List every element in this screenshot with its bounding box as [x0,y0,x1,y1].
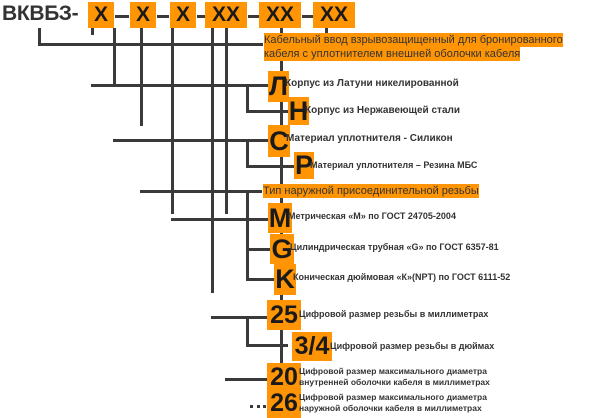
leader-h-pipeg [246,248,274,251]
row-size-mm-label: Цифровой размер резьбы в миллиметрах [299,309,489,319]
leader-v-brassbranch [246,84,249,112]
code-chip-rubber[interactable]: Р [294,150,314,180]
leader-v-sizebranch [246,316,249,346]
leader-v-threadbranch [246,190,249,280]
code-chip-size-mm[interactable]: 25 [267,300,301,330]
code-box-2[interactable]: X [130,2,156,28]
row-inner-dia-line2: внутренней оболочки кабеля в миллиметрах [299,377,490,387]
row-rubber-label: Материал уплотнителя – Резина МБС [310,160,478,170]
code-chip-conic-k[interactable]: K [274,264,296,295]
leader-drop-2 [91,28,94,35]
leader-h-brass [91,84,271,87]
leader-drop-4 [140,28,143,126]
row-brass-label: Корпус из Латуни никелированной [285,78,459,89]
leader-v-sealbranch [246,139,249,167]
code-chip-metric[interactable]: М [268,202,292,233]
code-dash-3 [197,15,205,18]
row-product-type-line2: кабеля с уплотнителем внешней оболочки к… [264,47,521,61]
row-thread-type-title: Тип наружной присоединительной резьбы [263,184,479,198]
leader-h-conick [246,278,278,281]
leader-drop-5 [171,28,174,214]
leader-h-product [38,43,263,46]
code-chip-pipe-g[interactable]: G [270,233,294,264]
leader-h-rubber [246,165,294,168]
leader-drop-3 [113,28,116,85]
code-chip-silicone[interactable]: С [268,125,290,157]
code-box-1[interactable]: X [88,2,114,28]
leader-drop-1 [38,28,41,46]
code-chip-size-inch[interactable]: 3/4 [292,332,332,361]
code-chip-brass[interactable]: Л [268,71,289,102]
row-outer-dia-line1: Цифровой размер максимального диаметра [299,392,487,402]
row-product-type-line1: Кабельный ввод взрывозащищенный для брон… [264,33,563,47]
leader-h-threadtitle [140,190,262,193]
code-box-6[interactable]: XX [313,2,355,28]
row-conic-k-label: Коническая дюймовая «К»(NPT) по ГОСТ 611… [293,272,511,282]
code-dash-4 [248,15,259,18]
row-metric-label: Метрическая «М» по ГОСТ 24705-2004 [288,211,456,221]
leader-h-silicone [113,139,273,142]
code-dash-1 [115,15,129,18]
row-inner-dia-line1: Цифровой размер максимального диаметра [299,366,487,376]
code-chip-inner-dia[interactable]: 20 [267,363,301,392]
product-prefix: ВКВБЗ- [2,2,79,25]
leader-h-innerdia [225,378,271,381]
leader-h-metric [171,218,271,221]
leader-drop-6 [211,28,214,293]
code-box-4[interactable]: XX [205,2,247,28]
code-dash-5 [302,15,313,18]
code-chip-stainless[interactable]: Н [288,95,309,126]
row-outer-dia-line2: наружной оболочки кабеля в миллиметрах [299,403,482,413]
code-chip-outer-dia[interactable]: 26 [267,389,301,418]
code-box-3[interactable]: X [170,2,196,28]
leader-h-stainless [246,110,288,113]
leader-h-sizemm [211,316,271,319]
code-box-5[interactable]: XX [259,2,301,28]
leader-drop-8 [280,28,283,368]
leader-h-sizeinch [246,344,288,347]
row-stainless-label: Корпус из Нержавеющей стали [305,105,461,116]
row-pipe-g-label: Цилиндрическая трубная «G» по ГОСТ 6357-… [290,242,499,252]
code-dash-2 [157,15,169,18]
row-size-inch-label: Цифровой размер резьбы в дюймах [330,341,495,351]
leader-drop-7 [225,28,228,214]
row-silicone-label: Материал уплотнителя - Силикон [286,133,453,144]
